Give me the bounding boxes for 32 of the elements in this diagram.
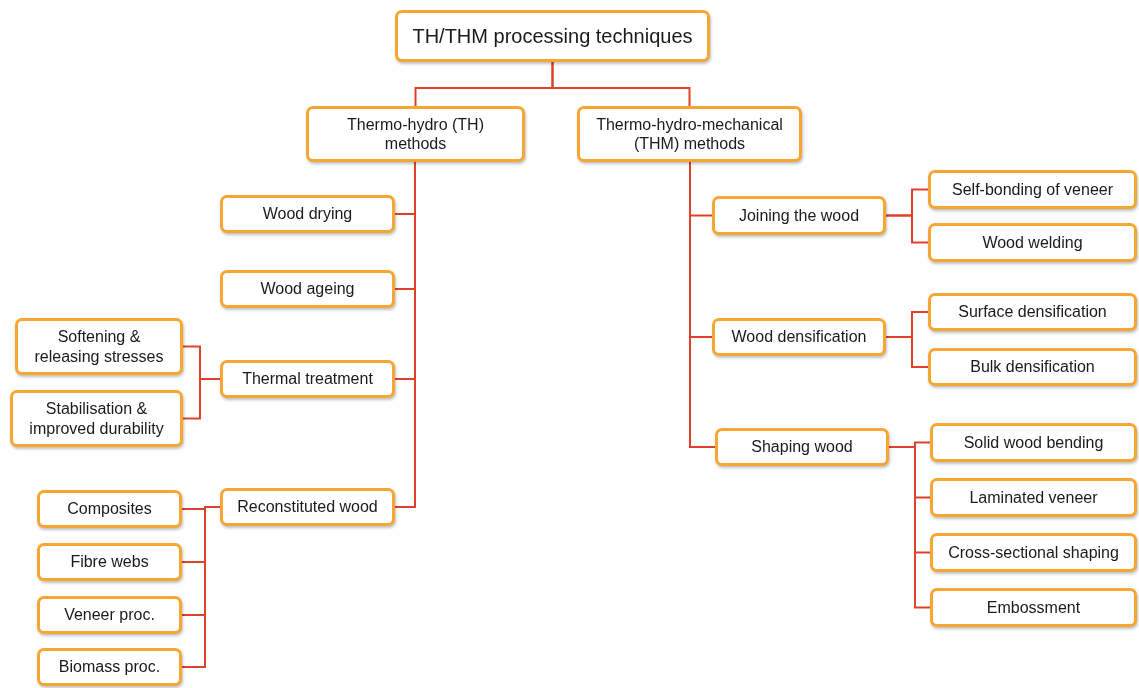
process-box: Bulk densification xyxy=(928,348,1137,386)
connector-line xyxy=(551,61,691,107)
process-box: Shaping wood xyxy=(715,428,889,466)
process-box: Reconstituted wood xyxy=(220,488,395,526)
connector-line xyxy=(885,336,929,368)
process-box: Thermo-hydro-mechanical (THM) methods xyxy=(577,106,802,162)
connector-line xyxy=(689,161,716,448)
process-box: Joining the wood xyxy=(712,196,886,235)
process-box: Wood drying xyxy=(220,195,395,233)
connector-line xyxy=(885,214,929,244)
process-box: Solid wood bending xyxy=(930,423,1137,462)
process-box: Surface densification xyxy=(928,293,1137,331)
process-box: Thermo-hydro (TH) methods xyxy=(306,106,525,162)
process-box: Fibre webs xyxy=(37,543,182,581)
process-box: Softening & releasing stresses xyxy=(15,318,183,375)
process-box: Biomass proc. xyxy=(37,648,182,686)
connector-line xyxy=(182,378,221,420)
process-box: Embossment xyxy=(930,588,1137,627)
connector-line xyxy=(394,161,416,508)
process-box: Wood densification xyxy=(712,318,886,356)
connector-line xyxy=(888,446,931,609)
process-box: Self-bonding of veneer xyxy=(928,170,1137,209)
process-box: TH/THM processing techniques xyxy=(395,10,710,62)
process-box: Veneer proc. xyxy=(37,596,182,634)
process-box: Wood welding xyxy=(928,223,1137,262)
process-box: Wood ageing xyxy=(220,270,395,308)
process-box: Cross-sectional shaping xyxy=(930,533,1137,572)
connector-line xyxy=(181,506,221,668)
process-box: Laminated veneer xyxy=(930,478,1137,517)
process-box: Thermal treatment xyxy=(220,360,395,398)
process-box: Stabilisation & improved durability xyxy=(10,390,183,447)
process-box: Composites xyxy=(37,490,182,528)
